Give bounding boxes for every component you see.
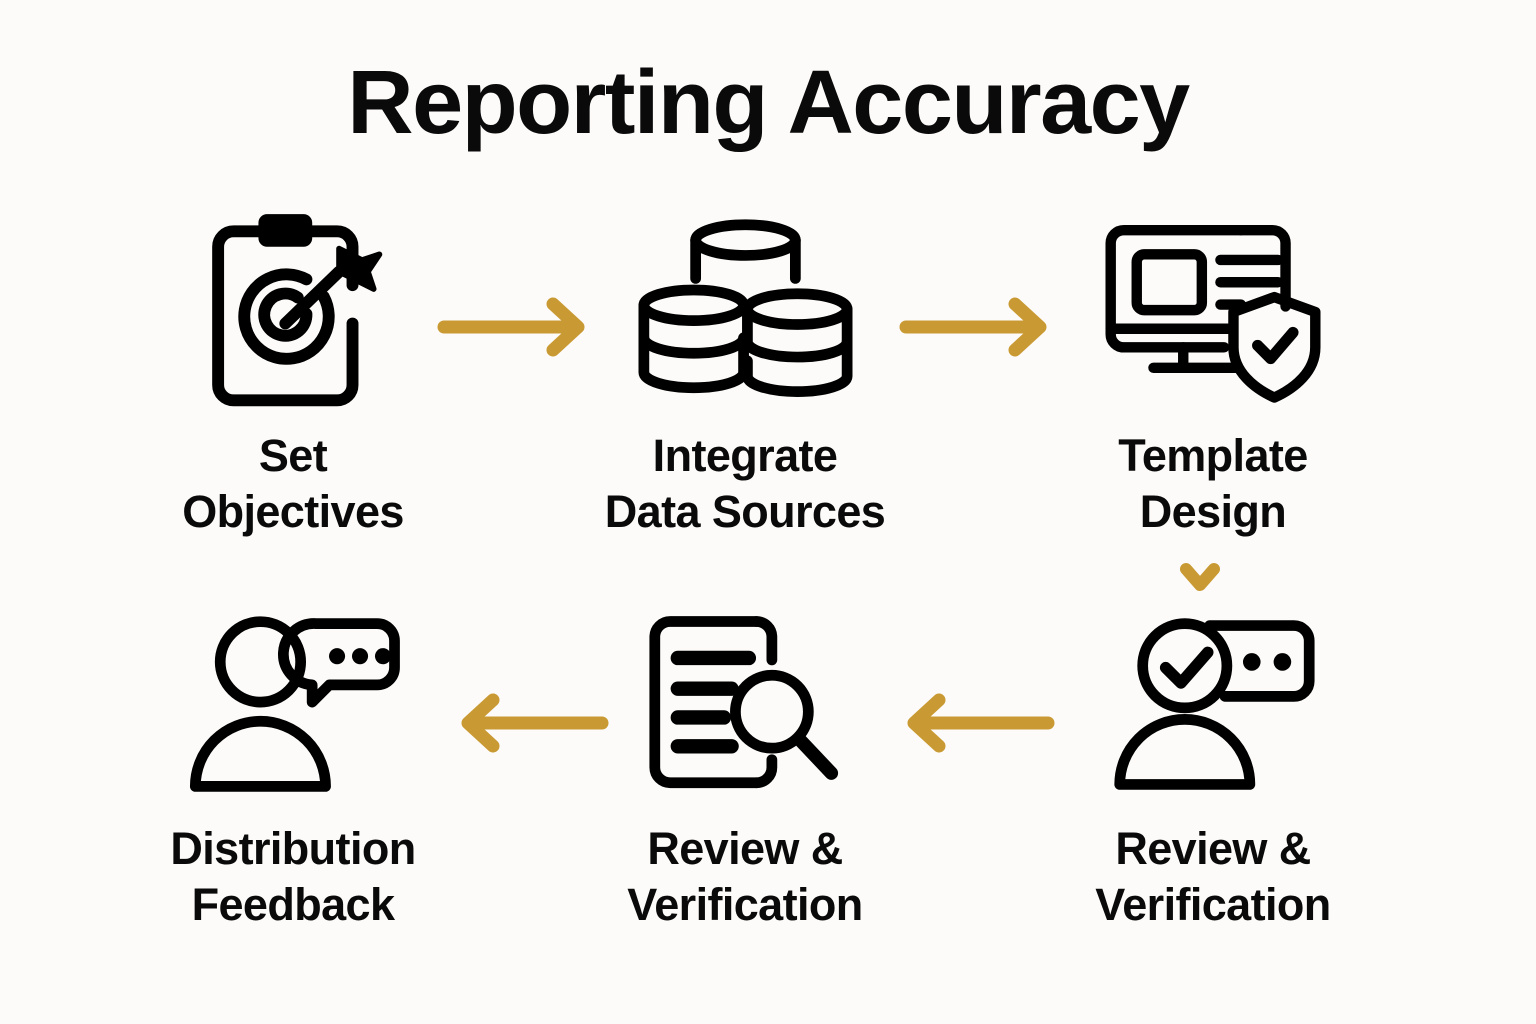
step-integrate-data-sources[interactable]: Integrate Data Sources — [580, 212, 910, 541]
step-label: Review & Verification — [627, 823, 863, 931]
step-template-design[interactable]: Template Design — [1048, 212, 1378, 541]
arrow-left-icon — [452, 688, 610, 763]
database-stack-icon — [615, 212, 875, 412]
step-label: Set Objectives — [182, 430, 404, 538]
page-title: Reporting Accuracy — [347, 53, 1190, 153]
step-distribution-feedback[interactable]: Distribution Feedback — [128, 605, 458, 934]
step-label: Distribution Feedback — [170, 823, 416, 931]
person-speech-bubble-icon — [163, 605, 423, 805]
step-review-verification-right[interactable]: Review & Verification — [1048, 605, 1378, 934]
step-label: Review & Verification — [1095, 823, 1331, 931]
document-magnifier-icon — [615, 605, 875, 805]
person-check-message-icon — [1083, 605, 1343, 805]
clipboard-target-icon — [163, 212, 423, 412]
arrow-right-icon — [898, 292, 1056, 367]
monitor-shield-check-icon — [1083, 212, 1343, 412]
step-set-objectives[interactable]: Set Objectives — [128, 212, 458, 541]
step-review-verification-middle[interactable]: Review & Verification — [580, 605, 910, 934]
arrow-right-icon — [436, 292, 594, 367]
arrow-left-icon — [898, 688, 1056, 763]
step-label: Template Design — [1118, 430, 1308, 538]
chevron-down-icon — [1176, 558, 1224, 603]
step-label: Integrate Data Sources — [604, 430, 886, 538]
